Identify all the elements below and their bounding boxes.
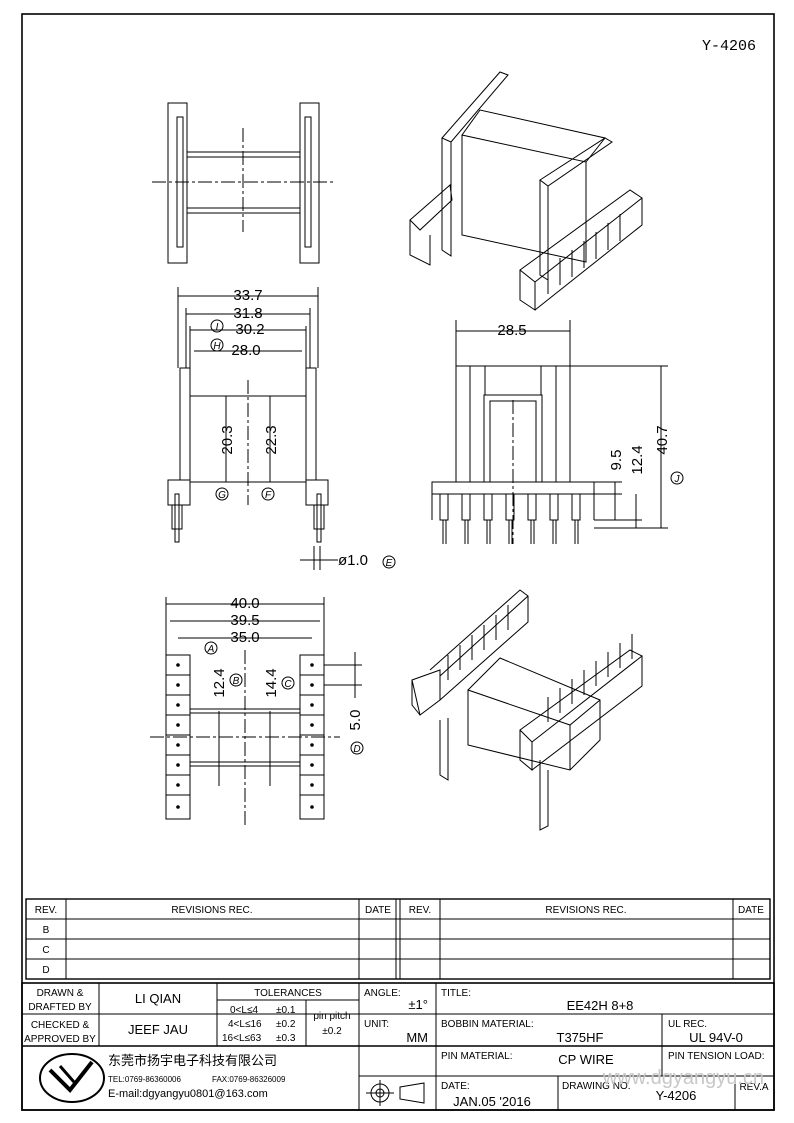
drawing-no-val: Y-4206 <box>656 1088 697 1103</box>
dim-35-0: 35.0 <box>230 629 259 646</box>
datum-a: A <box>207 644 215 655</box>
pin-pitch-val: ±0.2 <box>322 1026 342 1037</box>
revisions-header-left: REVISIONS REC. <box>171 905 252 916</box>
dim-40-7: 40.7 <box>654 425 671 454</box>
iso-view-bottom <box>411 589 643 831</box>
company-logo-icon <box>39 1053 105 1103</box>
bobbin-label: BOBBIN MATERIAL: <box>441 1019 534 1030</box>
checked-name: JEEF JAU <box>128 1022 188 1037</box>
drawn-name: LI QIAN <box>135 991 181 1006</box>
revision-table: REV. REVISIONS REC. DATE REV. REVISIONS … <box>25 898 771 980</box>
front-view <box>167 287 338 570</box>
datum-f: F <box>265 490 272 501</box>
bottom-view <box>150 597 362 825</box>
tol3-range: 16<L≤63 <box>222 1033 262 1044</box>
dim-40-0: 40.0 <box>230 595 259 612</box>
approved-label: APPROVED BY <box>24 1034 96 1045</box>
dim-pin-diameter: ø1.0 <box>338 552 368 569</box>
datum-i: I <box>216 322 219 333</box>
title-block <box>21 982 775 1111</box>
rev-row-d: D <box>42 965 49 976</box>
revisions-header-right: REVISIONS REC. <box>545 905 626 916</box>
date-val: JAN.05 '2016 <box>453 1094 531 1109</box>
ul-val: UL 94V-0 <box>689 1030 743 1045</box>
rev-header-left: REV. <box>35 905 57 916</box>
drafted-label: DRAFTED BY <box>28 1002 92 1013</box>
dim-12-4-side: 12.4 <box>629 445 646 474</box>
date-label: DATE: <box>441 1081 470 1092</box>
top-view <box>152 102 334 264</box>
company-fax: FAX:0769-86326009 <box>212 1075 286 1084</box>
unit-val: MM <box>406 1030 428 1045</box>
rev-a-label: REV.A <box>739 1082 768 1093</box>
datum-e: E <box>386 558 393 569</box>
pin-tension-label: PIN TENSION LOAD: <box>668 1051 765 1062</box>
tol1-val: ±0.1 <box>276 1005 296 1016</box>
projection-symbol-icon <box>366 1080 425 1106</box>
datum-j: J <box>674 474 681 485</box>
dim-39-5: 39.5 <box>230 612 259 629</box>
datum-b: B <box>233 676 240 687</box>
datum-c: C <box>284 679 292 690</box>
angle-label: ANGLE: <box>364 988 401 999</box>
dim-31-8: 31.8 <box>233 305 262 322</box>
rev-row-b: B <box>43 925 50 936</box>
checked-label: CHECKED & <box>31 1020 90 1031</box>
dim-20-3: 20.3 <box>219 425 236 454</box>
dim-28-0: 28.0 <box>231 342 260 359</box>
datum-h: H <box>213 341 221 352</box>
watermark: www.dgyangyu.cn <box>602 1067 764 1089</box>
tol3-val: ±0.3 <box>276 1033 296 1044</box>
datum-g: G <box>218 490 226 501</box>
dim-30-2: 30.2 <box>235 321 264 338</box>
dim-14-4: 14.4 <box>263 668 280 697</box>
title-val: EE42H 8+8 <box>567 998 634 1013</box>
tol2-range: 4<L≤16 <box>228 1019 262 1030</box>
drawing-id-top: Y-4206 <box>702 38 756 55</box>
pin-material-label: PIN MATERIAL: <box>441 1051 513 1062</box>
side-view <box>431 320 668 544</box>
datum-d: D <box>353 744 360 755</box>
tol2-val: ±0.2 <box>276 1019 296 1030</box>
company-name: 东莞市扬宇电子科技有限公司 <box>108 1053 277 1069</box>
angle-val: ±1° <box>408 997 428 1012</box>
datum-markers: I H G F E J A B C D <box>204 319 684 755</box>
company-tel: TEL:0769-86360006 <box>108 1075 182 1084</box>
dim-28-5: 28.5 <box>497 322 526 339</box>
pin-material-val: CP WIRE <box>558 1052 614 1067</box>
drawing-no-label: DRAWING NO. <box>562 1081 631 1092</box>
drawn-label: DRAWN & <box>37 988 84 999</box>
bobbin-val: T375HF <box>557 1030 604 1045</box>
dim-33-7: 33.7 <box>233 287 262 304</box>
unit-label: UNIT: <box>364 1019 389 1030</box>
title-label: TITLE: <box>441 988 471 999</box>
tol1-range: 0<L≤4 <box>230 1005 258 1016</box>
pin-pitch-label: pin pitch <box>313 1011 350 1022</box>
iso-view-top <box>409 71 643 311</box>
rev-row-c: C <box>42 945 49 956</box>
date-header-left: DATE <box>365 905 391 916</box>
dim-9-5: 9.5 <box>608 450 625 471</box>
ul-label: UL REC. <box>668 1019 707 1030</box>
rev-header-right: REV. <box>409 905 431 916</box>
date-header-right: DATE <box>738 905 764 916</box>
company-email: E-mail:dgyangyu0801@163.com <box>108 1088 268 1100</box>
tolerances-label: TOLERANCES <box>254 988 322 999</box>
dim-12-4-bottom: 12.4 <box>211 668 228 697</box>
dim-5-0: 5.0 <box>347 710 364 731</box>
sheet-border <box>21 13 775 1111</box>
dim-22-3: 22.3 <box>263 425 280 454</box>
